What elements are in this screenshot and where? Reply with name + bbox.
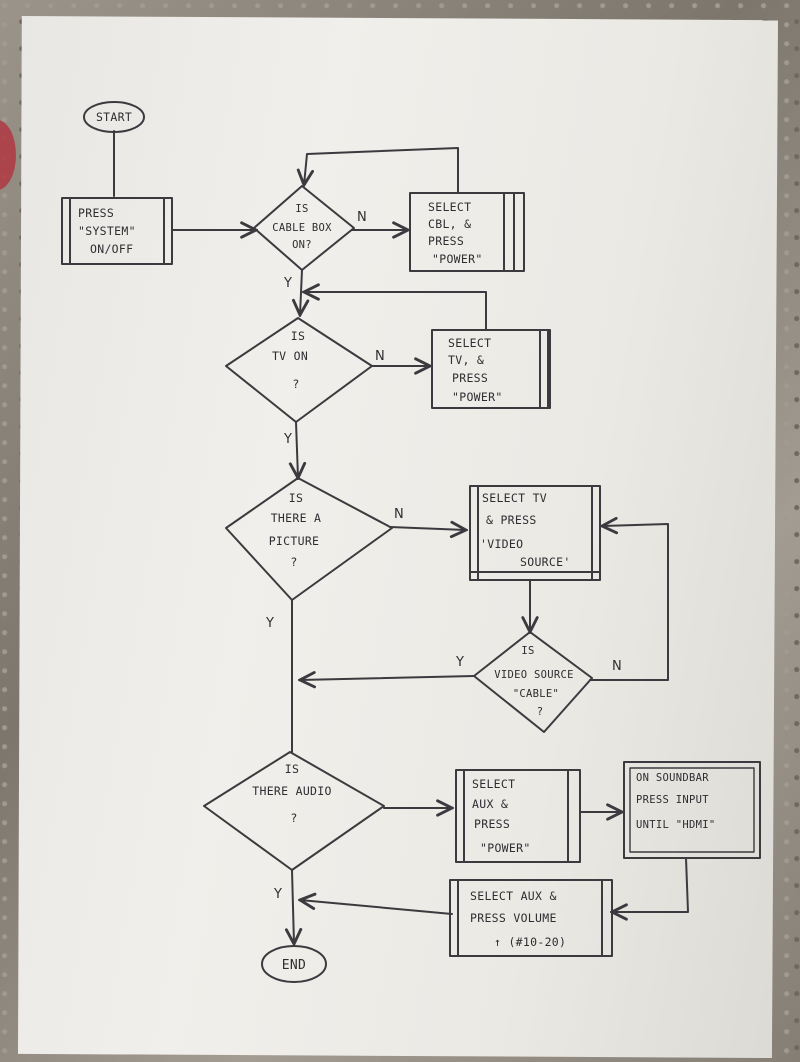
edge-vs-q-yes xyxy=(300,676,475,680)
label-cable-no: N xyxy=(357,210,367,225)
node-soundbar-input: ON SOUNDBAR PRESS INPUT UNTIL "HDMI" xyxy=(623,761,761,859)
tv-q-line-2: TV ON xyxy=(272,349,308,363)
label-audio-yes: Y xyxy=(273,887,282,902)
press-system-line-3: ON/OFF xyxy=(90,242,133,256)
node-select-tv: SELECT TV, & PRESS "POWER" xyxy=(431,329,551,409)
soundbar-line-3: UNTIL "HDMI" xyxy=(636,819,715,831)
select-tv-line-4: "POWER" xyxy=(452,390,503,404)
vs-q-line-2: VIDEO SOURCE xyxy=(494,669,573,681)
vs-q-line-4: ? xyxy=(537,706,544,718)
node-picture-question: IS THERE A PICTURE ? xyxy=(225,477,393,601)
label-picture-yes: Y xyxy=(265,616,274,631)
soundbar-line-2: PRESS INPUT xyxy=(636,794,709,806)
picture-q-line-3: PICTURE xyxy=(269,534,320,548)
edge-volume-to-end-line xyxy=(300,900,453,915)
tv-q-line-1: IS xyxy=(291,329,305,343)
press-system-line-1: PRESS xyxy=(78,206,114,220)
select-tv-video-line-2: & PRESS xyxy=(486,513,537,527)
label-cable-yes: Y xyxy=(283,276,292,291)
picture-q-line-4: ? xyxy=(290,555,297,569)
select-cbl-line-3: PRESS xyxy=(428,234,464,248)
label-tv-no: N xyxy=(375,349,385,364)
select-cbl-line-2: CBL, & xyxy=(428,217,471,231)
label-vs-no: N xyxy=(612,659,622,674)
end-label: END xyxy=(282,958,306,973)
edge-select-cbl-loop xyxy=(304,147,459,193)
node-tv-on-question: IS TV ON ? xyxy=(225,317,373,423)
branch-labels: N Y N Y N Y Y N Y xyxy=(265,210,622,902)
tv-q-line-3: ? xyxy=(292,377,299,391)
picture-q-line-2: THERE A xyxy=(271,511,322,525)
select-tv-video-line-4: SOURCE' xyxy=(520,555,571,569)
select-tv-line-2: TV, & xyxy=(448,353,484,367)
node-video-source-question: IS VIDEO SOURCE "CABLE" ? xyxy=(473,631,593,733)
select-tv-video-line-1: SELECT TV xyxy=(482,491,547,505)
select-aux-line-1: SELECT xyxy=(472,777,515,791)
node-end: END xyxy=(261,945,327,983)
edge-audio-q-yes xyxy=(292,869,294,944)
picture-q-line-1: IS xyxy=(289,491,303,505)
edge-picture-q-no xyxy=(389,527,466,530)
cable-q-line-2: CABLE BOX xyxy=(272,222,332,234)
audio-q-line-3: ? xyxy=(290,811,297,825)
select-tv-line-1: SELECT xyxy=(448,336,491,350)
label-picture-no: N xyxy=(394,507,404,522)
node-cable-box-question: IS CABLE BOX ON? xyxy=(253,185,355,271)
cable-q-line-3: ON? xyxy=(292,239,312,251)
select-aux-volume-line-1: SELECT AUX & xyxy=(470,889,557,903)
press-system-line-2: "SYSTEM" xyxy=(78,224,136,238)
node-press-system: PRESS "SYSTEM" ON/OFF xyxy=(61,197,173,265)
node-audio-question: IS THERE AUDIO ? xyxy=(203,751,385,871)
select-aux-line-4: "POWER" xyxy=(480,841,531,855)
edge-cable-q-yes xyxy=(300,269,302,315)
start-label: START xyxy=(96,110,132,124)
edge-soundbar-to-volume xyxy=(612,857,689,912)
select-aux-volume-line-2: PRESS VOLUME xyxy=(470,911,557,925)
node-start: START xyxy=(83,101,145,133)
node-select-aux-volume: SELECT AUX & PRESS VOLUME ↑ (#10-20) xyxy=(449,879,613,957)
label-vs-yes: Y xyxy=(455,655,464,670)
cable-q-line-1: IS xyxy=(295,203,308,215)
soundbar-line-1: ON SOUNDBAR xyxy=(636,772,709,784)
select-aux-volume-line-3: ↑ (#10-20) xyxy=(494,935,566,949)
label-tv-yes: Y xyxy=(283,432,292,447)
vs-q-line-1: IS xyxy=(521,645,534,657)
paper-sheet xyxy=(18,16,778,1058)
edge-tv-q-yes xyxy=(296,421,298,478)
select-aux-line-2: AUX & xyxy=(472,797,508,811)
select-tv-line-3: PRESS xyxy=(452,371,488,385)
edge-vs-q-no-loop xyxy=(589,524,669,681)
vs-q-line-3: "CABLE" xyxy=(513,688,559,700)
select-cbl-line-1: SELECT xyxy=(428,200,471,214)
select-cbl-line-4: "POWER" xyxy=(432,252,483,266)
select-aux-line-3: PRESS xyxy=(474,817,510,831)
node-select-aux: SELECT AUX & PRESS "POWER" xyxy=(455,769,581,863)
red-object xyxy=(0,120,16,190)
node-select-tv-video-source: SELECT TV & PRESS 'VIDEO SOURCE' xyxy=(469,485,601,581)
audio-q-line-2: THERE AUDIO xyxy=(252,784,331,798)
connectors xyxy=(113,130,689,944)
edge-select-tv-loop xyxy=(304,292,487,331)
audio-q-line-1: IS xyxy=(285,762,299,776)
node-select-cbl: SELECT CBL, & PRESS "POWER" xyxy=(409,192,525,272)
select-tv-video-line-3: 'VIDEO xyxy=(480,537,523,551)
